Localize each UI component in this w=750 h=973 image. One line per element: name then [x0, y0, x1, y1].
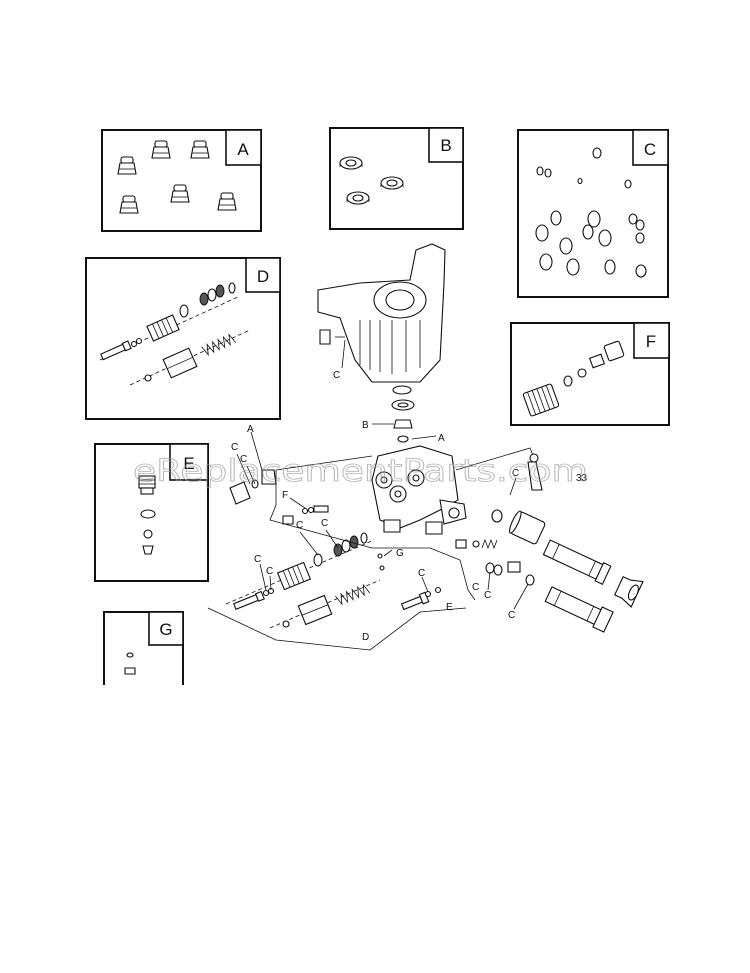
- seal-icon: [339, 156, 404, 205]
- callout-c: C: [418, 568, 425, 579]
- pump-seal-stack[interactable]: [391, 385, 415, 443]
- crankcase-housing[interactable]: [317, 243, 446, 383]
- kit-f-label: F: [646, 332, 656, 351]
- o-ring-icon: [535, 147, 647, 278]
- callout-c: C: [231, 442, 238, 453]
- kit-b-box[interactable]: B: [329, 127, 464, 230]
- callout-leaders: [236, 339, 529, 610]
- callout-labels: C B A A C C F C C C C G C E C C C C D 33: [231, 370, 588, 643]
- kit-c-label: C: [644, 140, 656, 159]
- kit-e-box[interactable]: E: [94, 443, 209, 582]
- callout-c: C: [484, 590, 491, 601]
- screw-icon: [124, 652, 136, 675]
- callout-c: C: [512, 468, 519, 479]
- fitting-icon: [138, 475, 156, 555]
- callout-e: E: [446, 602, 453, 613]
- callout-b: B: [362, 420, 369, 431]
- valve-cap-icon: [117, 140, 237, 214]
- kit-d-label: D: [257, 267, 269, 286]
- callout-a: A: [438, 433, 445, 444]
- check-valve-icon: [522, 340, 625, 417]
- kit-b-label: B: [440, 136, 451, 155]
- callout-c: C: [508, 610, 515, 621]
- callout-a: A: [247, 424, 254, 435]
- callout-c: C: [296, 520, 303, 531]
- watermark: eReplacementParts.com: [133, 454, 588, 489]
- kit-a-label: A: [237, 140, 249, 159]
- manifold-head[interactable]: [371, 445, 467, 535]
- check-valve-assembly[interactable]: [455, 538, 521, 576]
- unloader-assembly-icon: [99, 282, 251, 386]
- kit-a-box[interactable]: A: [101, 129, 262, 232]
- kit-c-box[interactable]: C: [517, 129, 669, 298]
- part-number-33: 33: [576, 473, 588, 484]
- callout-c: C: [472, 582, 479, 593]
- callout-c: C: [254, 554, 261, 565]
- unloader-assembly[interactable]: [225, 532, 381, 629]
- outlet-assembly[interactable]: [491, 509, 644, 633]
- callout-c: C: [333, 370, 340, 381]
- kit-d-box[interactable]: D: [85, 257, 281, 420]
- kit-g-box[interactable]: G: [103, 611, 184, 685]
- kit-f-box[interactable]: F: [510, 322, 670, 426]
- callout-g: G: [396, 548, 404, 559]
- bypass-fitting[interactable]: [400, 586, 442, 612]
- callout-f: F: [282, 490, 288, 501]
- kit-g-label: G: [159, 620, 172, 639]
- callout-c: C: [266, 566, 273, 577]
- callout-d: D: [362, 632, 369, 643]
- small-screws[interactable]: [377, 553, 385, 571]
- kit-e-label: E: [183, 454, 194, 473]
- callout-c: C: [321, 518, 328, 529]
- callout-c: C: [240, 454, 247, 465]
- thermal-relief-valve[interactable]: [527, 453, 543, 491]
